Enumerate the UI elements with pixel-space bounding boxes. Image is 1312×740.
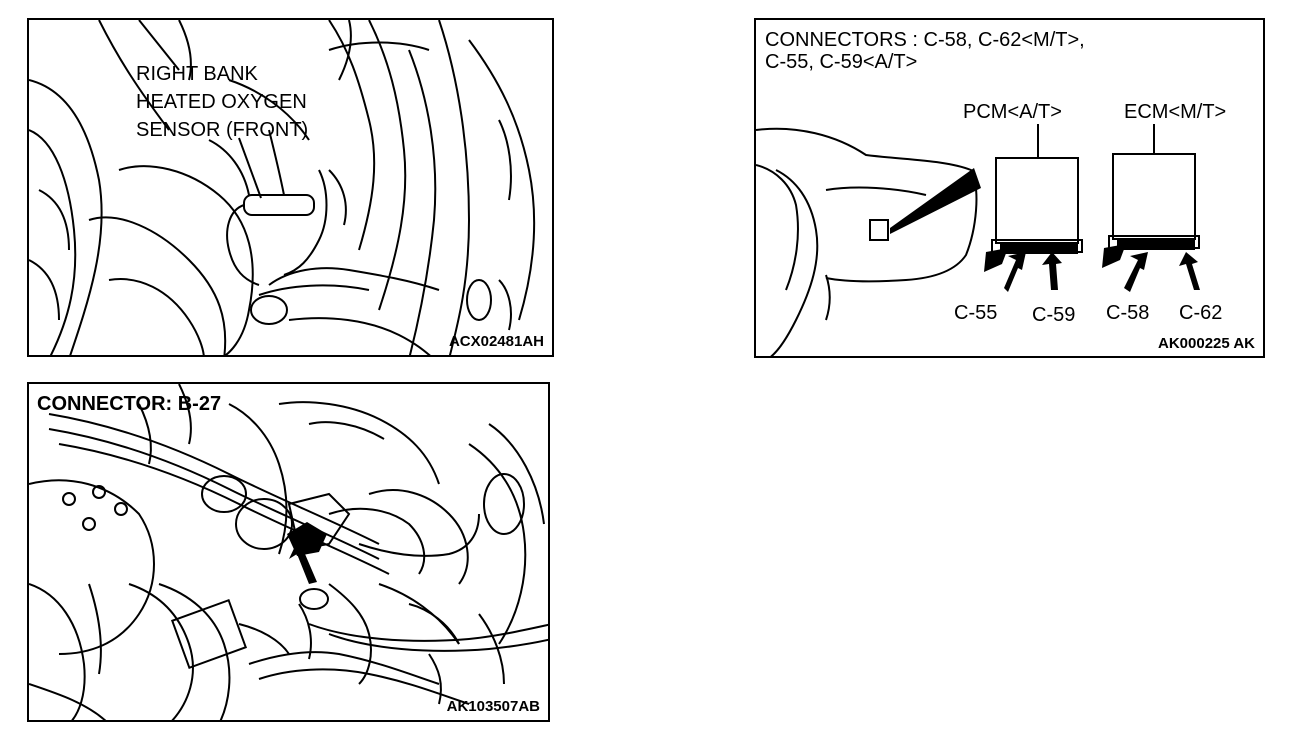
connector-label-c58: C-58	[1106, 302, 1150, 324]
connectors-title-line2: C-55, C-59<A/T>	[765, 51, 918, 73]
panel-connector-b27: CONNECTOR: B-27 AK103507AB	[27, 382, 550, 722]
connector-b27-title: CONNECTOR: B-27	[37, 393, 222, 415]
figure-code: ACX02481AH	[448, 333, 544, 350]
figure-code: AK103507AB	[446, 698, 540, 715]
connectors-title-line1: CONNECTORS : C-58, C-62<M/T>,	[765, 29, 1085, 51]
pcm-label: PCM<A/T>	[963, 101, 1062, 123]
sensor-label-line2: HEATED OXYGEN	[136, 91, 307, 113]
engine-drawing-b27	[29, 384, 548, 720]
connector-label-c62: C-62	[1179, 302, 1223, 324]
engine-drawing-oxygen-sensor	[29, 20, 536, 355]
panel-oxygen-sensor: RIGHT BANK HEATED OXYGEN SENSOR (FRONT) …	[27, 18, 554, 357]
sensor-label-line1: RIGHT BANK	[136, 63, 258, 85]
ecu-location-drawing	[756, 124, 1200, 356]
sensor-label-line3: SENSOR (FRONT)	[136, 119, 309, 141]
connector-label-c59: C-59	[1032, 304, 1076, 326]
ecm-label: ECM<M/T>	[1124, 101, 1227, 123]
panel-ecu-connectors: CONNECTORS : C-58, C-62<M/T>, C-55, C-59…	[754, 18, 1265, 358]
figure-code: AK000225 AK	[1158, 335, 1255, 352]
connector-label-c55: C-55	[954, 302, 998, 324]
